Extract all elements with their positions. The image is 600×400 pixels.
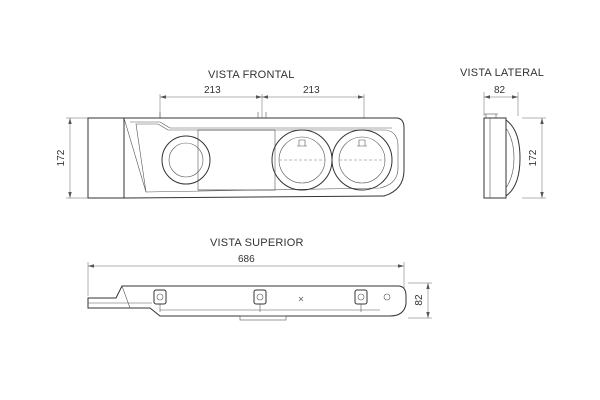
side-depth-dimension: 82 (483, 85, 519, 116)
top-length-dimension: 686 (87, 254, 405, 296)
top-view: VISTA SUPERIOR 686 82 (87, 237, 432, 321)
dim-side-height: 172 (528, 149, 539, 166)
front-lamp-left (161, 135, 211, 185)
side-height-dimension: 172 (522, 117, 546, 199)
mounting-bracket-right (354, 289, 368, 312)
front-top-dimension: 213 213 (159, 85, 365, 118)
front-lamp-center (271, 129, 333, 191)
top-view-title: VISTA SUPERIOR (210, 237, 304, 249)
front-housing (87, 112, 405, 199)
dim-top-depth: 82 (414, 294, 425, 306)
front-view-title: VISTA FRONTAL (208, 69, 295, 81)
dim-top-length: 686 (238, 254, 255, 265)
front-lamp-right (331, 129, 393, 191)
dim-front-spacing-right: 213 (303, 85, 320, 96)
front-view: VISTA FRONTAL 213 213 172 (56, 69, 405, 199)
mounting-bracket-center (253, 289, 267, 312)
top-depth-dimension: 82 (408, 282, 432, 319)
dim-front-height: 172 (56, 149, 67, 166)
front-height-dimension: 172 (56, 117, 90, 199)
side-housing (483, 113, 521, 199)
dim-front-spacing-left: 213 (204, 85, 221, 96)
side-view: VISTA LATERAL 82 172 (460, 67, 546, 199)
mounting-bracket-left (153, 289, 167, 312)
side-view-title: VISTA LATERAL (460, 67, 544, 79)
top-housing (87, 285, 407, 321)
dim-side-depth: 82 (494, 85, 506, 96)
